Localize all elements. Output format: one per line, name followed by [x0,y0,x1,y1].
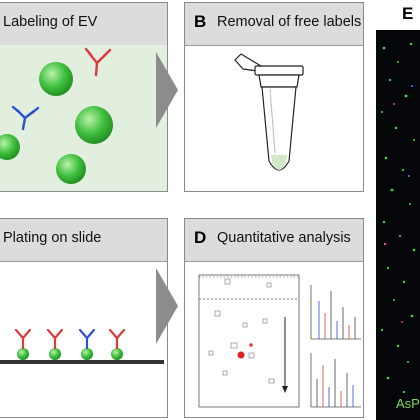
vesicle [75,106,113,144]
micrograph-green-spots [380,42,416,394]
panel-d-header: D Quantitative analysis [185,219,363,262]
intensity-trace-top [310,285,361,340]
micrograph-other-spots [383,85,413,323]
vesicle [17,348,29,360]
antibody-red [46,328,64,350]
panel-b-letter: B [194,12,207,31]
panel-b-title: Removal of free labels [217,14,362,30]
panel-quantitative-analysis: D Quantitative analysis [184,218,364,418]
flow-arrow-a-to-b [156,52,178,128]
fluorescence-micrograph [376,30,420,420]
panel-c-header: Plating on slide [0,219,167,262]
antibody-blue [11,105,40,131]
vesicle [56,154,86,184]
panel-d-letter: D [194,228,207,247]
panel-a-header: Labeling of EV [0,3,167,46]
antibody-red [108,328,126,350]
panel-removal-of-free-labels: B Removal of free labels [184,2,364,192]
slide-plating-illustration [0,328,164,364]
vesicle [0,134,20,160]
panel-e-letter: E [402,4,414,23]
panel-b-illustration [185,45,363,191]
panel-b-header: B Removal of free labels [185,3,363,46]
intensity-trace-bottom [310,353,361,408]
panel-c-title: Plating on slide [3,230,102,246]
vesicle [49,348,61,360]
vesicle [81,348,93,360]
flow-arrow-c-to-d [156,268,178,344]
antibody-blue [78,328,96,350]
panel-plating-on-slide: Plating on slide [0,218,168,418]
vesicle [39,62,73,96]
panel-c-illustration [0,261,167,417]
panel-d-illustration [185,261,363,417]
highlighted-ev-spot [237,351,245,359]
microtube-icon [234,53,304,171]
antibody-red [84,47,112,77]
quantitative-analysis-illustration [198,274,361,408]
panel-a-title: Labeling of EV [3,14,98,30]
vesicle [111,348,123,360]
panel-e-marker-label: AsP [396,396,420,411]
ev-labeling-illustration [0,47,113,184]
panel-labeling-of-ev: Labeling of EV [0,2,168,192]
antibody-red [14,328,32,350]
panel-d-title: Quantitative analysis [217,230,351,246]
glass-slide [0,360,164,364]
panel-a-illustration [0,45,167,191]
